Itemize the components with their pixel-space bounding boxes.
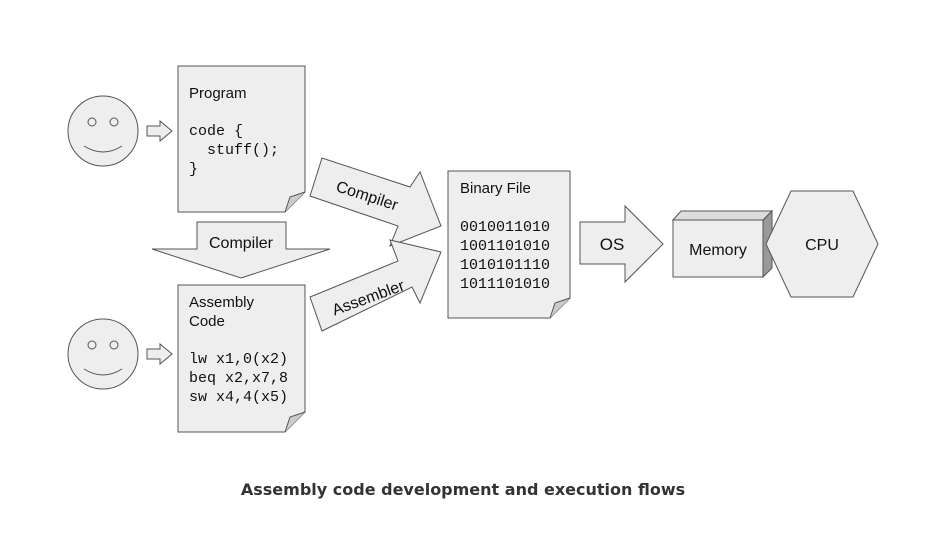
assembly-code-line: beq x2,x7,8	[189, 370, 288, 387]
binary-line: 1011101010	[460, 276, 550, 293]
cpu-label: CPU	[805, 237, 839, 254]
program-code-line: }	[189, 161, 198, 178]
binary-line: 1001101010	[460, 238, 550, 255]
small-arrow-icon	[146, 119, 173, 143]
compiler-label: Compiler	[209, 235, 274, 252]
memory-box: Memory	[671, 209, 774, 279]
binary-file-document: Binary File 0010011010 1001101010 101010…	[447, 170, 571, 319]
smiley-face-icon	[67, 318, 139, 390]
small-arrow-icon	[146, 342, 173, 366]
assembly-document: Assembly Code lw x1,0(x2) beq x2,x7,8 sw…	[177, 284, 306, 433]
figure-caption: Assembly code development and execution …	[240, 480, 686, 499]
assembly-title: Assembly	[189, 294, 255, 311]
os-label: OS	[600, 235, 625, 254]
assembly-code-line: sw x4,4(x5)	[189, 389, 288, 406]
binary-file-title: Binary File	[460, 180, 531, 197]
assembly-code-line: lw x1,0(x2)	[189, 351, 288, 368]
os-arrow: OS	[579, 204, 664, 284]
program-title: Program	[189, 85, 247, 102]
smiley-face-icon	[67, 95, 139, 167]
compiler-down-arrow: Compiler	[151, 221, 331, 279]
program-document: Program code { stuff(); }	[177, 65, 306, 213]
assembly-title: Code	[189, 313, 225, 330]
cpu-hexagon: CPU	[765, 190, 879, 298]
compiler-diagonal-arrow: Compiler	[309, 157, 442, 247]
program-code-line: stuff();	[189, 142, 279, 159]
memory-label: Memory	[689, 242, 747, 259]
assembler-diagonal-arrow: Assembler	[309, 239, 442, 332]
binary-line: 1010101110	[460, 257, 550, 274]
binary-line: 0010011010	[460, 219, 550, 236]
program-code-line: code {	[189, 123, 243, 140]
